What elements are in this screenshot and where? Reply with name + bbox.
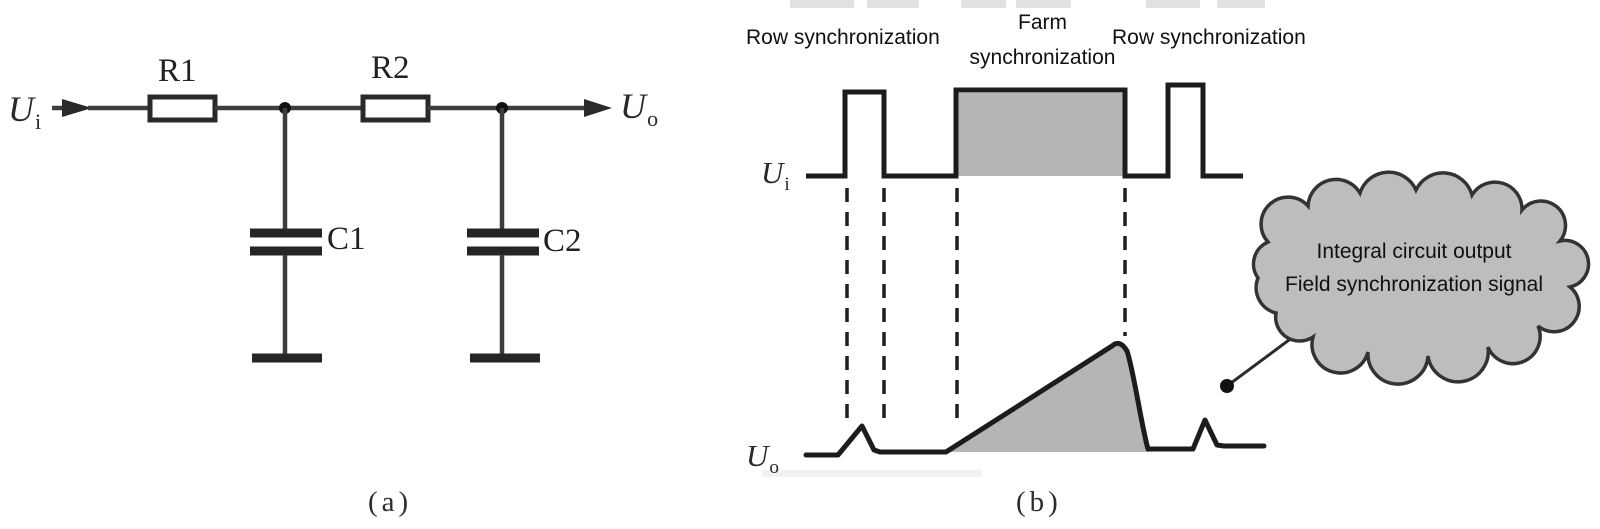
uo-label-base: U (746, 438, 769, 473)
input-arrow-icon (52, 99, 150, 117)
cloud-note-text: Integral circuit output Field synchroniz… (1258, 235, 1570, 301)
capacitor-c1 (250, 108, 322, 363)
callout-dot (1220, 379, 1234, 393)
r2-label: R2 (371, 50, 410, 86)
ui-waveform (806, 82, 1243, 179)
ui-label-panel-b: Ui (761, 155, 790, 196)
ui-label-base: U (8, 89, 34, 129)
row-sync-right-label: Row synchronization (1112, 26, 1306, 49)
ui-label-sub: i (784, 173, 790, 195)
c1-label: C1 (327, 221, 366, 257)
farm-sync-line2: synchronization (969, 46, 1116, 69)
resistor-r1 (147, 94, 218, 123)
circuit-diagram (52, 94, 612, 363)
caption-panel-a: (a) (368, 486, 413, 518)
cloud-callout (1220, 170, 1591, 393)
output-arrow-icon (428, 99, 612, 117)
capacitor-c2 (467, 108, 540, 363)
cloud-note-line1: Integral circuit output (1316, 240, 1512, 263)
c2-label: C2 (543, 223, 582, 259)
ui-label-sub: i (35, 108, 42, 134)
erased-text-smudges (762, 0, 1265, 477)
uo-label-base: U (620, 86, 646, 126)
uo-ramp-fill (948, 343, 1149, 452)
uo-label-panel-b: Uo (746, 438, 779, 479)
cloud-note-line2: Field synchronization signal (1285, 273, 1543, 296)
ui-label-base: U (761, 155, 784, 190)
ui-label-panel-a: Ui (8, 88, 41, 135)
uo-label-panel-a: Uo (620, 85, 658, 132)
farm-sync-line1: Farm (1018, 11, 1067, 34)
uo-label-sub: o (769, 456, 779, 478)
uo-waveform (803, 340, 1267, 458)
r1-label: R1 (158, 53, 197, 89)
dashed-guides (845, 188, 1127, 424)
uo-label-sub: o (647, 105, 659, 131)
cloud-shape (1251, 170, 1591, 386)
resistor-r2 (360, 94, 431, 123)
row-sync-left-label: Row synchronization (746, 26, 940, 49)
farm-sync-pulse-fill (958, 93, 1123, 176)
farm-sync-label: Farm synchronization (945, 5, 1140, 75)
caption-panel-b: (b) (1016, 486, 1062, 518)
